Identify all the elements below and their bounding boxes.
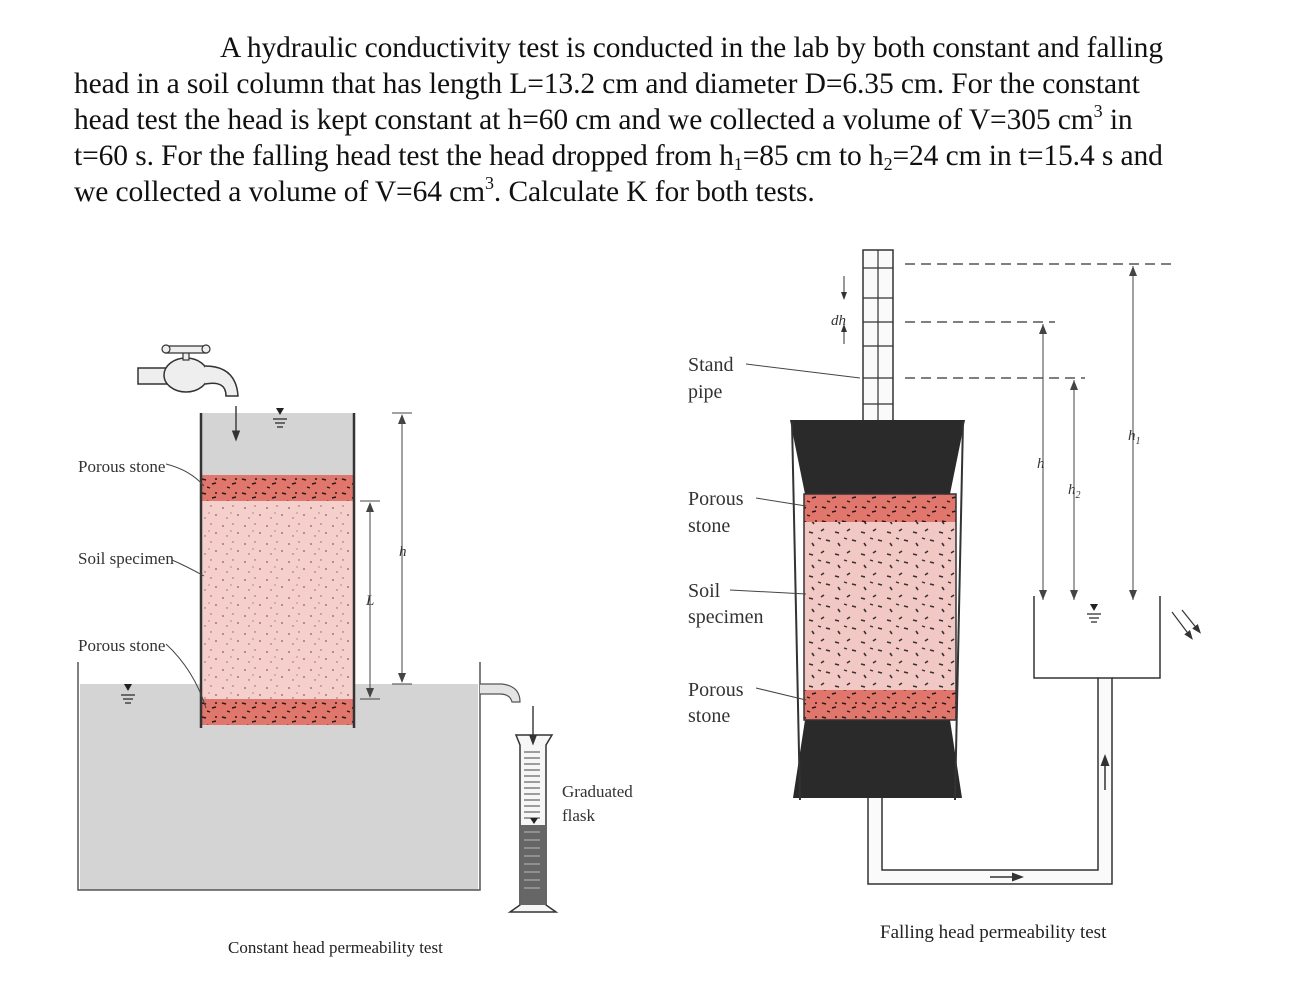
problem-line-3-sup: 3 bbox=[1093, 101, 1103, 121]
problem-line-5: we collected a volume of V=64 cm3. Calcu… bbox=[74, 174, 1264, 210]
label-porous-top-1: Porous bbox=[688, 488, 744, 510]
problem-line-3b: in bbox=[1102, 104, 1133, 136]
falling-head-diagram: dh bbox=[688, 249, 1201, 943]
graduated-flask bbox=[507, 706, 559, 913]
tank-outline bbox=[77, 662, 481, 891]
dimension-h-label: h bbox=[399, 544, 407, 560]
porous-stone-top bbox=[201, 475, 354, 501]
problem-statement: A hydraulic conductivity test is conduct… bbox=[74, 30, 1264, 210]
tank-outlet-spout bbox=[480, 683, 521, 703]
problem-line-5-sup: 3 bbox=[485, 173, 494, 193]
stand-pipe bbox=[862, 249, 894, 423]
porous-stone-bottom-falling bbox=[804, 690, 956, 720]
label-pipe: pipe bbox=[688, 381, 723, 403]
reservoir-water-level-icon bbox=[1087, 604, 1101, 623]
faucet-icon bbox=[137, 344, 239, 397]
reservoir bbox=[1033, 596, 1161, 679]
problem-line-4: t=60 s. For the falling head test the he… bbox=[74, 138, 1264, 174]
label-h1: h1 bbox=[1128, 428, 1141, 447]
constant-head-diagram: h L Porous stone Soil specimen Porous st… bbox=[77, 344, 633, 957]
label-porous-bottom-2: stone bbox=[688, 705, 730, 727]
outlet-pipe bbox=[867, 677, 1113, 885]
problem-line-3: head test the head is kept constant at h… bbox=[74, 102, 1264, 138]
tank-water-level-icon bbox=[121, 684, 135, 704]
label-dh: dh bbox=[831, 313, 846, 329]
problem-line-5a: we collected a volume of V=64 cm bbox=[74, 176, 486, 208]
porous-stone-top-falling bbox=[804, 494, 956, 522]
label-porous-top-2: stone bbox=[688, 515, 730, 537]
problem-line-4b: =85 cm to h bbox=[742, 140, 884, 172]
caption-falling-head: Falling head permeability test bbox=[880, 922, 1107, 943]
label-soil-2: specimen bbox=[688, 606, 764, 628]
problem-line-3a: head test the head is kept constant at h… bbox=[74, 104, 1094, 136]
problem-line-1: A hydraulic conductivity test is conduct… bbox=[220, 32, 1163, 64]
problem-line-2: head in a soil column that has length L=… bbox=[74, 68, 1140, 100]
label-porous-stone-top: Porous stone bbox=[78, 457, 165, 476]
label-porous-stone-bottom: Porous stone bbox=[78, 636, 165, 655]
bottom-cap bbox=[793, 720, 962, 798]
label-soil-specimen: Soil specimen bbox=[78, 549, 174, 568]
problem-line-5b: . Calculate K for both tests. bbox=[493, 176, 815, 208]
label-stand: Stand bbox=[688, 354, 734, 376]
caption-constant-head: Constant head permeability test bbox=[228, 938, 443, 957]
column-water-top bbox=[201, 413, 354, 475]
label-flask: flask bbox=[562, 806, 596, 825]
label-h-falling: h bbox=[1037, 456, 1045, 472]
problem-line-4c: =24 cm in t=15.4 s and bbox=[892, 140, 1163, 172]
top-cap bbox=[790, 420, 965, 494]
label-soil-1: Soil bbox=[688, 580, 721, 602]
column-water-level-icon bbox=[273, 408, 287, 428]
problem-line-4a: t=60 s. For the falling head test the he… bbox=[74, 140, 734, 172]
dimension-L-label: L bbox=[365, 593, 374, 609]
problem-line-4-sub2: 2 bbox=[883, 154, 893, 174]
soil-specimen-falling bbox=[804, 522, 956, 690]
overflow-arrows-icon bbox=[1171, 609, 1201, 640]
label-porous-bottom-1: Porous bbox=[688, 679, 744, 701]
label-h2: h2 bbox=[1068, 482, 1081, 501]
soil-specimen bbox=[201, 501, 354, 699]
porous-stone-bottom bbox=[201, 699, 354, 725]
label-graduated: Graduated bbox=[562, 782, 633, 801]
problem-line-4-sub1: 1 bbox=[733, 154, 743, 174]
